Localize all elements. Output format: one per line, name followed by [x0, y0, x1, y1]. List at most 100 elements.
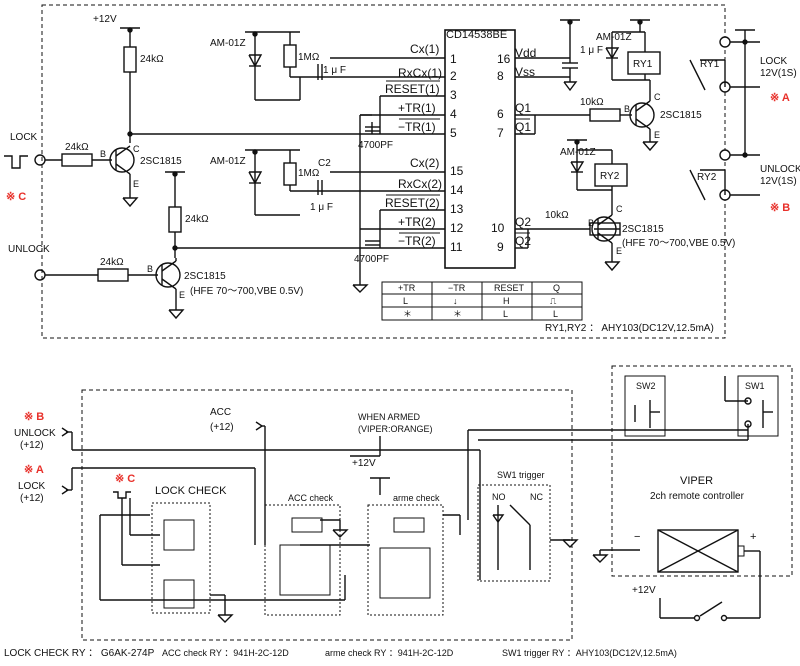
r24k-unlock-label: 24kΩ [100, 257, 124, 268]
pin-num-10: 10 [491, 221, 505, 235]
pin-num-7: 7 [497, 126, 504, 140]
diode-label-1: AM-01Z [210, 38, 246, 49]
svg-text:L: L [553, 309, 558, 319]
footer-arme-check-ry: arme check RY ：941H-2C-12D [325, 648, 454, 658]
viper-sub-label: 2ch remote controller [650, 491, 745, 502]
sw1-trigger-relay [477, 484, 551, 582]
unlock-volt: (+12) [20, 440, 44, 451]
mark-c-bottom: ※ C [115, 473, 135, 485]
svg-text:C: C [616, 204, 623, 214]
cap-4700-1: 4700PF [358, 140, 393, 151]
acc-check-label: ACC check [288, 493, 334, 503]
pin-num-9: 9 [497, 240, 504, 254]
svg-text:B: B [100, 149, 106, 159]
acc-label: ACC [210, 407, 231, 418]
pin-name-cx1: Cx(1) [410, 42, 439, 56]
cap-4700-2: 4700PF [354, 254, 389, 265]
arme-check-label: arme check [393, 493, 440, 503]
r1m-label-2: 1MΩ [298, 168, 320, 179]
pin-num-4: 4 [450, 107, 457, 121]
pin-num-12: 12 [450, 221, 464, 235]
pin-name-q1: Q1 [515, 101, 531, 115]
sw1-label: SW1 [745, 381, 765, 391]
r1m-label-1: 1MΩ [298, 52, 320, 63]
svg-text:H: H [503, 296, 510, 306]
viper-label: VIPER [680, 475, 713, 487]
v12-label-1: +12V [93, 14, 117, 25]
pin-num-13: 13 [450, 202, 464, 216]
ry2-coil-label: RY2 [600, 171, 620, 182]
pin-num-11: 11 [450, 240, 463, 254]
hfe-left-label: (HFE 70〜700,VBE 0.5V) [190, 286, 303, 297]
sw2-label: SW2 [636, 381, 656, 391]
lock-out-volt: 12V(1S) [760, 68, 797, 79]
ic-body [444, 29, 516, 269]
ic-left-wires [290, 57, 445, 249]
svg-text:−TR: −TR [448, 283, 466, 293]
sw2-box [624, 375, 666, 437]
viper-box [611, 365, 793, 577]
mark-b-top: ※ B [770, 202, 790, 214]
v12b-label: +12V [632, 585, 656, 596]
ic-right-pins: Vdd 16 Vss 8 Q1 6 Q1 7 Q2 10 Q2 9 [491, 46, 536, 254]
v12-bottom-label: +12V [352, 458, 376, 469]
transistor-lock-label: 2SC1815 [140, 156, 182, 167]
pin-num-8: 8 [497, 69, 504, 83]
ry1-contact-label: RY1 [700, 59, 720, 70]
lock-input-label: LOCK [10, 132, 38, 143]
arme-check-relay [367, 504, 444, 616]
pin-name-reset1: RESET(1) [385, 82, 440, 96]
acc-volt: (+12) [210, 422, 234, 433]
svg-text:L: L [503, 309, 508, 319]
ic-right-wires [515, 57, 590, 249]
r24k-label-1: 24kΩ [140, 54, 164, 65]
unlock-out-label: UNLOCK [760, 164, 800, 175]
ic-left-pins: Cx(1) 1 RxCx(1) 2 RESET(1) 3 +TR(1) 4 −T… [385, 42, 464, 254]
nc-label: NC [530, 492, 543, 502]
pin-name-rxcx1: RxCx(1) [398, 66, 442, 80]
pin-num-15: 15 [450, 164, 464, 178]
r10k-label-1: 10kΩ [580, 97, 604, 108]
svg-text:B: B [588, 218, 594, 228]
pin-name-tr2n: −TR(2) [398, 234, 436, 248]
plus-label: + [750, 531, 756, 543]
svg-text:↓: ↓ [453, 296, 458, 306]
lock-label: LOCK [18, 481, 46, 492]
sw1-box [737, 375, 779, 437]
footer-acc-check-ry: ACC check RY ：941H-2C-12D [162, 648, 289, 658]
pin-name-tr2p: +TR(2) [398, 215, 436, 229]
mark-a-bottom: ※ A [24, 464, 44, 476]
transistor-q2 [591, 216, 617, 242]
unlock-out-volt: 12V(1S) [760, 176, 797, 187]
svg-text:E: E [654, 130, 660, 140]
svg-text:E: E [616, 246, 622, 256]
footer-sw1-trigger-ry: SW1 trigger RY ：AHY103(DC12V,12.5mA) [502, 648, 677, 658]
svg-text:E: E [133, 179, 139, 189]
pin-name-q2: Q2 [515, 215, 531, 229]
no-label: NO [492, 492, 506, 502]
svg-text:B: B [147, 264, 153, 274]
pin-num-3: 3 [450, 88, 457, 102]
ic-name: CD14538BE [446, 29, 507, 41]
mark-c-top: ※ C [6, 191, 26, 203]
transistor-unlock-label: 2SC1815 [184, 271, 226, 282]
unlock-input-label: UNLOCK [8, 244, 50, 255]
svg-text:⎍: ⎍ [550, 296, 557, 306]
pin-name-tr1n: −TR(1) [398, 120, 436, 134]
svg-text:RESET: RESET [494, 283, 525, 293]
footer-lock-check-ry: LOCK CHECK RY ： G6AK-274P [4, 648, 155, 659]
pin-name-reset2: RESET(2) [385, 196, 440, 210]
pin-name-q1bar: Q1 [515, 120, 531, 134]
when-armed-label: WHEN ARMED [358, 412, 421, 422]
diode-label-2: AM-01Z [210, 156, 246, 167]
pin-name-vdd: Vdd [515, 46, 536, 60]
relay-note: RY1,RY2 ： AHY103(DC12V,12.5mA) [545, 323, 714, 334]
pin-num-16: 16 [497, 52, 511, 66]
c1-label: 1 μ F [323, 65, 346, 76]
ry2-contact-label: RY2 [697, 172, 717, 183]
svg-text:L: L [403, 296, 408, 306]
relay-ry1 [627, 51, 661, 75]
transistor-q2-label: 2SC1815 [622, 224, 664, 235]
pin-num-14: 14 [450, 183, 464, 197]
